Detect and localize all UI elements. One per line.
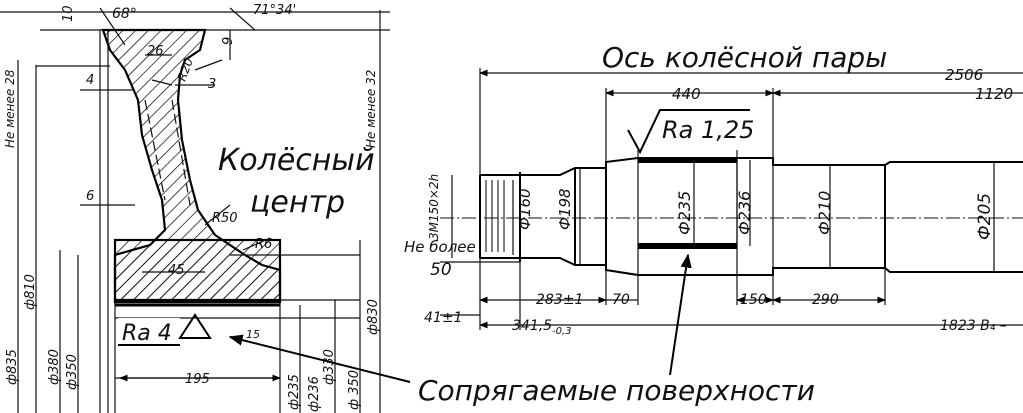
dim-341: 341,5	[512, 318, 552, 334]
dia-236-wheel: ф236	[307, 376, 322, 412]
dia-350b: ф 350	[347, 370, 362, 410]
wheel-center-drawing	[0, 7, 390, 413]
dim-70: 70	[612, 292, 630, 308]
dim-1823: 1823 В₄ –	[940, 318, 1007, 334]
roughness-ra4: Ra 4	[122, 321, 172, 346]
dim-45: 45	[168, 263, 185, 278]
dim-195: 195	[185, 372, 210, 387]
dim-9: 9	[221, 37, 236, 45]
thread-label: 3М150×2h	[427, 174, 441, 240]
wheel-title-line1: Колёсный	[218, 143, 375, 178]
dim-10: 10	[61, 5, 76, 22]
note-50: 50	[430, 260, 452, 280]
dia-236-axle: Ф236	[735, 191, 754, 235]
dia-835: ф835	[5, 349, 20, 385]
dia-330: ф330	[322, 349, 337, 385]
note-not-more: Не более	[404, 238, 476, 256]
note-min-32: Не менее 32	[364, 70, 378, 148]
dim-3: 3	[208, 77, 216, 92]
dim-341-tol: -0,3	[552, 326, 572, 337]
dia-198: Ф198	[556, 188, 574, 230]
dim-41: 41±1	[424, 310, 462, 326]
axle-title: Ось колёсной пары	[602, 41, 887, 74]
dia-380: ф380	[47, 349, 62, 385]
dim-r6: R6	[255, 237, 272, 252]
angle-right-label: 71°34'	[253, 3, 296, 18]
dia-205: Ф205	[975, 193, 995, 240]
caption-mating-surfaces: Сопрягаемые поверхности	[418, 374, 815, 407]
dia-210: Ф210	[815, 191, 834, 235]
dim-15: 15	[246, 328, 260, 341]
note-min-28: Не менее 28	[3, 69, 17, 148]
axle-drawing	[440, 68, 1023, 330]
dia-235-wheel: ф235	[287, 374, 302, 410]
dia-350: ф350	[65, 354, 80, 390]
dia-235-axle: Ф235	[675, 191, 694, 235]
dia-810: ф810	[23, 274, 38, 310]
dim-290: 290	[812, 292, 839, 308]
dim-283: 283±1	[536, 292, 583, 308]
roughness-ra125: Ra 1,25	[662, 116, 754, 144]
dim-26: 26	[147, 44, 164, 59]
dim-150: 150	[740, 292, 767, 308]
caption-leaders	[228, 253, 692, 383]
dim-2506: 2506	[945, 66, 983, 84]
dia-830: ф830	[366, 299, 381, 335]
dim-1120: 1120	[975, 85, 1013, 103]
dia-160: Ф160	[516, 188, 534, 230]
dim-440: 440	[672, 85, 701, 103]
angle-left-label: 68°	[112, 6, 137, 22]
dim-4: 4	[86, 73, 94, 88]
wheel-title-line2: центр	[250, 185, 345, 220]
dim-r50: R50	[212, 211, 238, 226]
dim-6: 6	[86, 189, 94, 204]
